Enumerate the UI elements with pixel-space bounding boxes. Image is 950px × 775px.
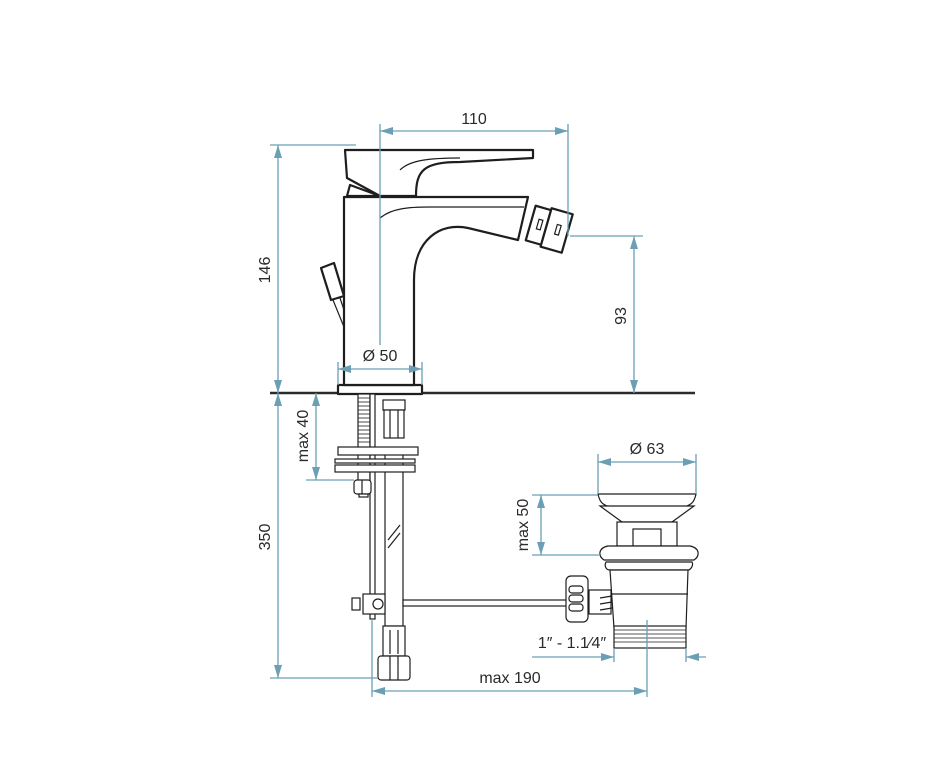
dimension-waste-thread: 1″ - 1.1⁄4″ [532, 635, 706, 662]
pop-up-rod-vertical [369, 393, 376, 620]
fixing-washers [334, 446, 419, 473]
swivel-outlet [524, 204, 574, 254]
dim-label-93: 93 [613, 307, 630, 325]
dim-label-d63: Ø 63 [630, 441, 665, 458]
dim-label-thread: 1″ - 1.1⁄4″ [538, 635, 607, 652]
threaded-stud [357, 393, 371, 495]
dimension-base-diameter: Ø 50 [337, 348, 423, 385]
pop-up-waste [565, 493, 699, 649]
dim-label-110: 110 [461, 111, 487, 128]
pop-up-knob [319, 261, 346, 328]
flexible-hose [377, 399, 411, 681]
dimension-hose-length: 350 [257, 393, 378, 679]
dim-label-350: 350 [257, 524, 274, 551]
lever-handle [343, 148, 535, 198]
dimension-spout-reach: 110 [379, 111, 569, 345]
pop-up-rod-horizontal [402, 599, 571, 607]
dimension-waste-height: max 50 [515, 494, 600, 556]
fixing-nut [353, 479, 372, 498]
dim-label-max50: max 50 [515, 499, 532, 552]
dimension-outlet-height: 93 [570, 235, 643, 393]
dim-label-max40: max 40 [295, 410, 312, 463]
dimension-waste-diameter: Ø 63 [597, 441, 697, 494]
dimension-rod-length: max 190 [371, 619, 648, 697]
dim-label-146: 146 [257, 257, 274, 284]
dimension-total-height: 146 [257, 144, 356, 393]
rod-clamp [351, 593, 386, 615]
dim-label-d50: Ø 50 [363, 348, 398, 365]
dim-label-max190: max 190 [479, 670, 540, 687]
mixer-body [336, 195, 530, 396]
dimension-deck-thickness: max 40 [295, 393, 354, 481]
